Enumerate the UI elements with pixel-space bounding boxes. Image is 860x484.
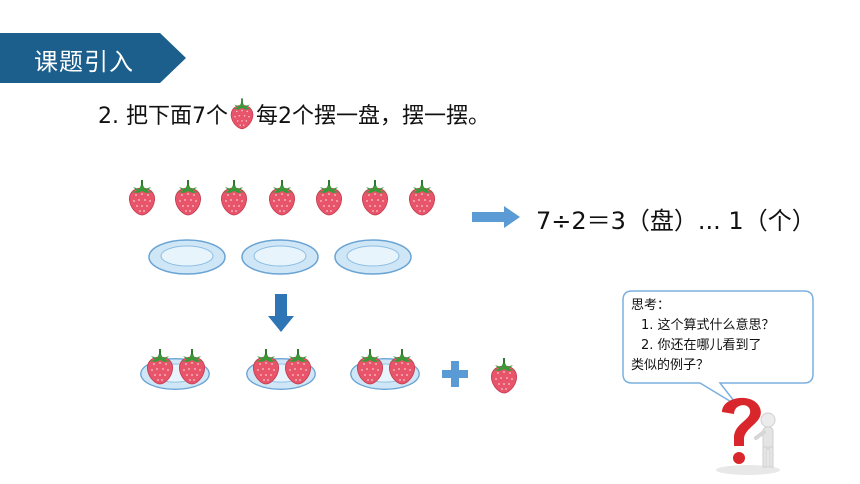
strawberry-icon (489, 358, 519, 394)
plate-icon (145, 237, 229, 277)
strawberry-icon (251, 349, 281, 385)
strawberry-icon (355, 349, 385, 385)
question-text: 2. 把下面7个 每2个摆一盘，摆一摆。 (98, 97, 490, 131)
arrow-right-icon (472, 206, 520, 228)
strawberry-icon (407, 180, 437, 216)
plate-icon (238, 237, 322, 277)
section-banner: 课题引入 (0, 33, 186, 83)
division-equation: 7÷2＝3（盘）... 1（个） (536, 207, 816, 235)
strawberry-icon (314, 180, 344, 216)
question-before: 2. 把下面7个 (98, 104, 228, 129)
strawberry-icon (283, 349, 313, 385)
think-bubble: 思考： 1. 这个算式什么意思？ 2. 你还在哪儿看到了 类似的例子？ (622, 290, 814, 407)
think-item: 类似的例子？ (631, 358, 710, 373)
strawberry-icon (173, 180, 203, 216)
think-item: 1. 这个算式什么意思？ (641, 318, 775, 333)
strawberry-icon (229, 97, 255, 131)
think-item: 2. 你还在哪儿看到了 (641, 338, 762, 353)
think-title: 思考： (631, 298, 671, 313)
plus-icon (442, 361, 468, 387)
strawberry-icon (267, 180, 297, 216)
banner-shape (0, 33, 186, 83)
banner-title: 课题引入 (34, 48, 134, 76)
strawberry-icon (145, 349, 175, 385)
bubble-shape (622, 290, 814, 407)
strawberry-icon (219, 180, 249, 216)
strawberry-icon (127, 180, 157, 216)
strawberry-icon (387, 349, 417, 385)
question-after: 每2个摆一盘，摆一摆。 (255, 104, 490, 129)
plate-icon (331, 237, 415, 277)
strawberry-icon (177, 349, 207, 385)
strawberry-icon (360, 180, 390, 216)
arrow-down-icon (268, 294, 294, 332)
question-mark-figure-icon (716, 397, 780, 475)
